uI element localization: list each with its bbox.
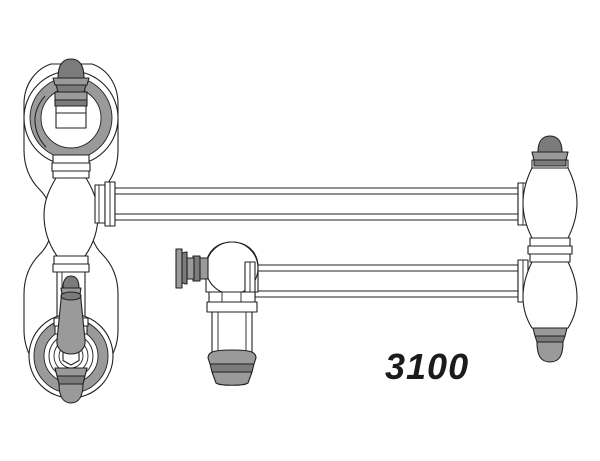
bottom-finial [54, 367, 88, 404]
center-elbow-valve [175, 241, 259, 313]
model-number-label: 3100 [385, 346, 470, 387]
upper-neck-collar [55, 105, 87, 129]
lever-handle [53, 275, 89, 355]
center-drop-finial [207, 349, 257, 386]
elbow-handle-stub [175, 248, 209, 289]
lower-horizontal-pipe [254, 264, 519, 298]
upper-horizontal-pipe [114, 187, 519, 221]
right-bottom-finial [532, 327, 568, 363]
left-upper-pipe-union [94, 181, 116, 227]
right-top-finial [531, 135, 569, 167]
